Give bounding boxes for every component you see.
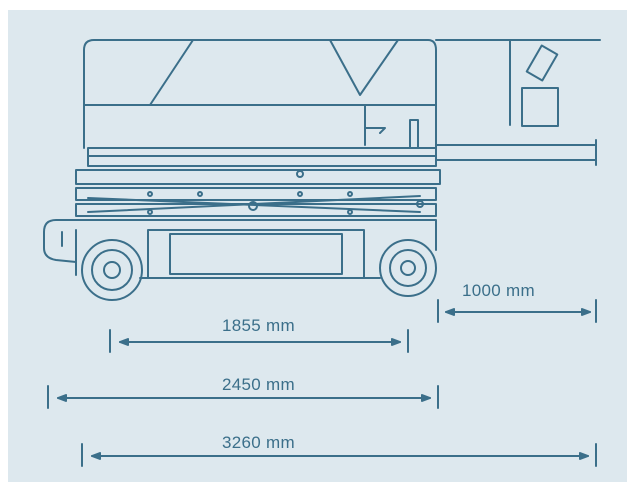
dimension-label-1855: 1855 mm — [222, 316, 295, 335]
dim-line-1855 — [109, 329, 409, 353]
dimension-label-1000: 1000 mm — [462, 281, 535, 300]
dim-line-2450 — [47, 385, 439, 409]
rear-wheel — [81, 239, 143, 301]
chassis — [43, 219, 437, 279]
extension-deck — [435, 39, 601, 166]
platform-floor — [75, 147, 441, 185]
dimension-label-3260: 3260 mm — [222, 433, 295, 452]
scissor-mechanism — [75, 187, 437, 217]
front-wheel — [379, 239, 437, 297]
dimension-label-2450: 2450 mm — [222, 375, 295, 394]
dim-line-1000 — [437, 299, 597, 323]
drawing-background — [8, 10, 627, 482]
dim-line-3260 — [81, 443, 597, 467]
